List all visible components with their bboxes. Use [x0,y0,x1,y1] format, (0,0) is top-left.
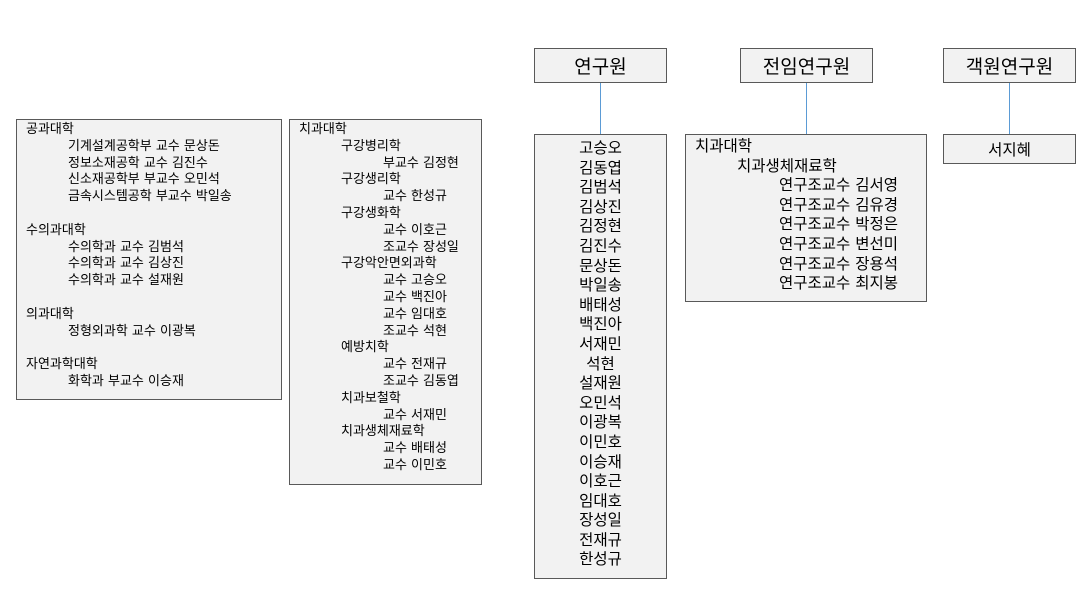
faculty-entry: 수의학과 교수 김범석 [68,239,184,255]
department-name: 치과보철학 [341,390,401,406]
researcher-name: 백진아 [579,315,622,334]
researcher-name: 고승오 [579,139,622,157]
department-name: 예방치학 [341,340,389,356]
group-spacer [26,290,281,307]
researcher-name: 이광복 [579,413,622,432]
full-time-title: 전임연구원 [762,56,851,78]
faculty-entry: 조교수 장성일 [383,239,459,255]
faculty-entry: 교수 한성규 [383,189,447,205]
full-time-member: 연구조교수 최지봉 [779,274,899,293]
researcher-name: 이호근 [579,472,622,491]
researchers-header: 연구원 [534,48,667,83]
college-name: 의과대학 [26,306,74,322]
researcher-name: 석현 [586,354,615,373]
full-time-connector [806,83,807,134]
researcher-name: 이승재 [579,452,622,471]
faculty-entry: 부교수 김정현 [383,155,459,171]
researcher-name: 임대호 [579,491,622,510]
faculty-entry: 교수 고승오 [383,273,447,289]
researcher-name: 배태성 [579,295,622,314]
faculty-entry: 교수 백진아 [383,289,447,305]
college-name: 수의과대학 [26,222,86,238]
group-spacer [26,340,281,357]
researcher-name: 한성규 [579,550,622,569]
researchers-title: 연구원 [574,56,627,78]
researcher-name: 전재규 [579,530,622,549]
department-name: 구강병리학 [341,138,401,154]
full-time-member: 연구조교수 김유경 [779,195,899,214]
college-name: 자연과학대학 [26,357,98,373]
researcher-name: 설재원 [579,374,622,393]
group-spacer [26,206,281,223]
researcher-name: 서재민 [579,334,622,353]
visiting-researcher-name: 서지혜 [988,141,1031,159]
faculty-entry: 조교수 석현 [383,323,447,339]
researcher-name: 김동엽 [579,158,622,177]
researcher-name: 오민석 [579,393,622,412]
faculty-entry: 수의학과 교수 설재원 [68,273,184,289]
faculty-entry: 교수 전재규 [383,357,447,373]
researcher-name: 김범석 [579,178,622,197]
faculty-entry: 교수 이민호 [383,457,447,473]
full-time-department: 치과생체재료학 [737,156,837,175]
faculty-entry: 정형외과학 교수 이광복 [68,323,196,339]
department-name: 구강악안면외과학 [341,256,437,272]
visiting-list-box: 서지혜 [943,134,1076,164]
faculty-entry: 신소재공학부 부교수 오민석 [68,172,220,188]
visiting-header: 객원연구원 [943,48,1076,83]
researchers-connector [600,83,601,134]
full-time-header: 전임연구원 [740,48,873,83]
department-name: 구강생화학 [341,205,401,221]
researcher-name: 이민호 [579,432,622,451]
full-time-member: 연구조교수 장용석 [779,254,899,273]
department-name: 구강생리학 [341,172,401,188]
visiting-connector [1009,83,1010,134]
full-time-member: 연구조교수 김서영 [779,176,899,195]
full-time-college: 치과대학 [695,137,753,155]
department-name: 치과생체재료학 [341,424,425,440]
college-name: 치과대학 [299,122,347,137]
visiting-title: 객원연구원 [965,56,1054,78]
faculty-entry: 기계설계공학부 교수 문상돈 [68,138,220,154]
researcher-name: 박일송 [579,276,622,295]
researcher-name: 문상돈 [579,256,622,275]
college-name: 공과대학 [26,122,74,137]
faculty-entry: 화학과 부교수 이승재 [68,373,184,389]
faculty-entry: 금속시스템공학 부교수 박일송 [68,189,232,205]
faculty-entry: 교수 이호근 [383,222,447,238]
faculty-entry: 조교수 김동엽 [383,373,459,389]
faculty-entry: 수의학과 교수 김상진 [68,256,184,272]
faculty-entry: 교수 서재민 [383,407,447,423]
researcher-name: 김상진 [579,197,622,216]
full-time-member: 연구조교수 박정은 [779,215,899,234]
faculty-entry: 정보소재공학 교수 김진수 [68,155,208,171]
researcher-name: 장성일 [579,511,622,530]
full-time-member: 연구조교수 변선미 [779,234,899,253]
researcher-name: 김진수 [579,236,622,255]
researcher-name: 김정현 [579,217,622,236]
faculty-entry: 교수 배태성 [383,441,447,457]
faculty-entry: 교수 임대호 [383,306,447,322]
